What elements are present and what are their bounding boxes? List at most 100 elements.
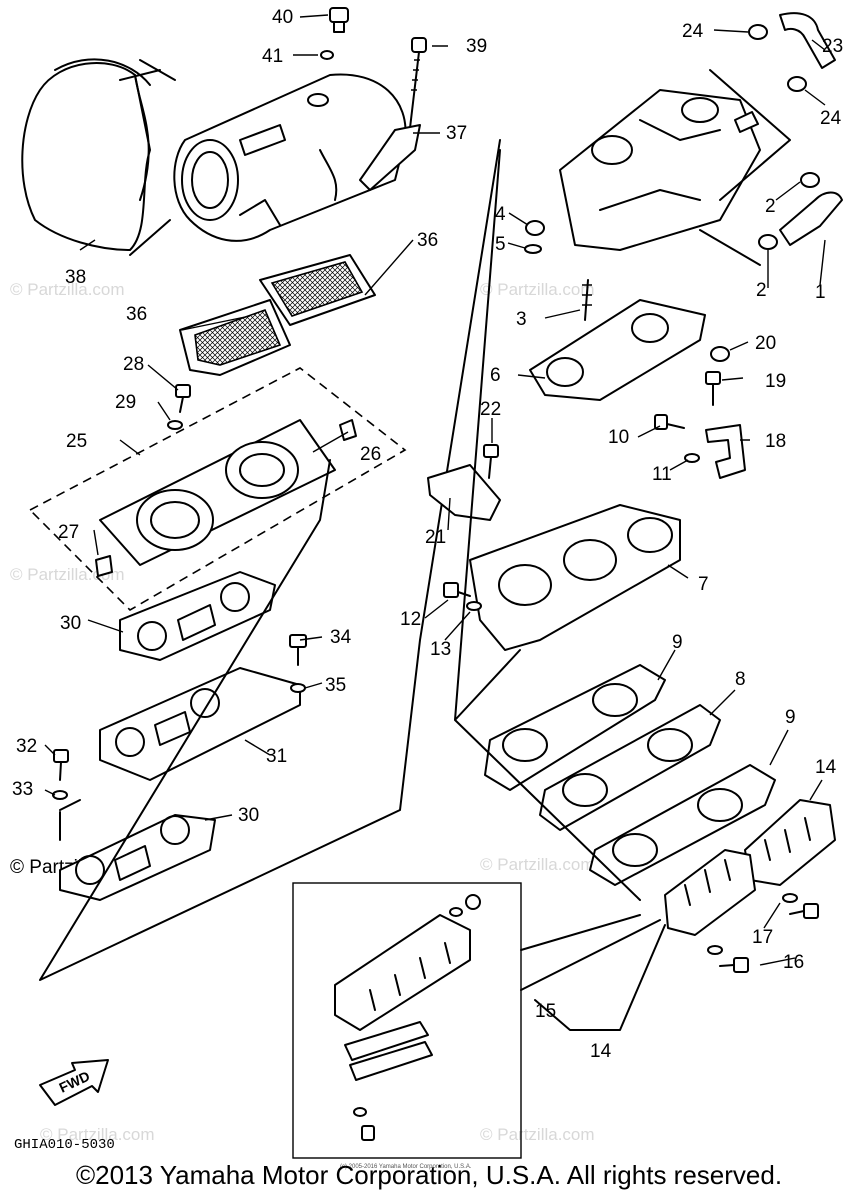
cap-20: [710, 346, 730, 362]
reed-valve-14-left: [664, 849, 756, 936]
bolt-16-upper: [789, 903, 819, 919]
callout-2: 2: [765, 196, 776, 217]
gasket-30-lower: [59, 814, 216, 901]
silencer-elbow-38: [21, 58, 171, 256]
watermark: © Partzilla.com: [10, 280, 125, 299]
bolt-16-lower: [719, 957, 749, 973]
bolt-32: [53, 749, 69, 781]
pin-27: [95, 555, 113, 577]
callout-21: 21: [425, 527, 446, 548]
washer-17b: [707, 945, 723, 955]
callout-38: 38: [65, 267, 86, 288]
washer-17: [782, 893, 798, 903]
leader-lines: [44, 14, 826, 966]
reed-valve-14-right: [744, 799, 836, 886]
washer-11: [684, 453, 700, 463]
intake-manifold-7: [469, 504, 681, 651]
filter-screen-36: [179, 254, 376, 376]
silencer-case: [173, 73, 407, 242]
clip-2-lower: [758, 234, 778, 250]
callout-19: 19: [765, 371, 786, 392]
washer-29: [167, 420, 183, 430]
callout-4: 4: [495, 204, 506, 225]
washer-13: [466, 601, 482, 611]
fwd-arrow-icon: FWD: [39, 1059, 109, 1106]
callout-34: 34: [330, 627, 352, 648]
gasket-9-upper: [484, 664, 666, 791]
bracket-37: [359, 124, 421, 191]
fitting-19: [705, 371, 721, 406]
bolt-39: [409, 37, 427, 129]
callout-14b: 14: [590, 1041, 612, 1062]
callout-26: 26: [360, 444, 381, 465]
bolt-34: [289, 634, 307, 666]
clip-24-lower: [787, 76, 807, 92]
watermark: © Partzilla.com: [480, 1125, 595, 1144]
callout-9: 9: [672, 632, 683, 653]
gasket-30-upper: [119, 571, 276, 661]
watermark: © Partzilla.com: [480, 855, 595, 874]
bolt-10: [654, 414, 685, 430]
gasket-6: [529, 299, 706, 401]
callout-bracket-14-15: [534, 924, 666, 1031]
small-credit: (c) 2005-2016 Yamaha Motor Corporation, …: [340, 1164, 472, 1170]
callout-5: 5: [495, 234, 506, 255]
watermark: © Partzilla.com: [40, 1125, 155, 1144]
bracket-18: [705, 424, 746, 479]
callout-18: 18: [765, 431, 786, 452]
callout-13: 13: [430, 639, 451, 660]
callout-25: 25: [66, 431, 87, 452]
callout-16: 16: [783, 952, 804, 973]
copyright-notice: ©2013 Yamaha Motor Corporation, U.S.A. A…: [75, 1160, 783, 1190]
callout-7: 7: [698, 574, 709, 595]
washer-33: [52, 790, 68, 800]
callout-29: 29: [115, 392, 136, 413]
callout-39: 39: [466, 36, 487, 57]
callout-41: 41: [262, 46, 283, 67]
reed-detail-box: [292, 882, 522, 1159]
callout-23: 23: [822, 36, 843, 57]
callout-33: 33: [12, 779, 33, 800]
callout-17: 17: [752, 927, 773, 948]
watermark: © Partzilla.com: [10, 565, 125, 584]
callout-12: 12: [400, 609, 421, 630]
callout-36: 36: [417, 230, 438, 251]
callout-2b: 2: [756, 280, 767, 301]
nut-4: [525, 220, 545, 236]
washer-5: [524, 244, 542, 254]
callout-8: 8: [735, 669, 746, 690]
bolt-28: [175, 384, 191, 413]
callout-3: 3: [516, 309, 527, 330]
callout-11: 11: [652, 464, 672, 485]
diagram-code: GHIA010-5030: [14, 1137, 115, 1153]
callout-numbers: 1 2 2 3 4 5 6 7 8 9 9 10 11 12 13 14 14 …: [12, 7, 843, 1062]
callout-22: 22: [480, 399, 501, 420]
callout-10: 10: [608, 427, 629, 448]
callout-31: 31: [266, 746, 287, 767]
bracket-21: [427, 464, 501, 521]
detail-leader: [520, 914, 661, 991]
callout-9b: 9: [785, 707, 796, 728]
gasket-9-lower: [589, 764, 776, 886]
callout-1: 1: [815, 282, 826, 303]
o-ring-41: [320, 50, 334, 60]
callout-40: 40: [272, 7, 293, 28]
callout-30: 30: [60, 613, 81, 634]
right-outline: [454, 149, 641, 901]
hose-outline: [699, 69, 791, 266]
watermarks: © Partzilla.com © Partzilla.com © Partzi…: [10, 280, 595, 1144]
cap-40: [329, 7, 349, 33]
callout-24b: 24: [820, 108, 842, 129]
callout-28: 28: [123, 354, 144, 375]
silencer-base-25: [99, 419, 336, 566]
callout-32: 32: [16, 736, 37, 757]
callout-14: 14: [815, 757, 837, 778]
callout-15: 15: [535, 1001, 556, 1022]
assembly-outline: [39, 59, 501, 981]
bracket-line: [59, 799, 81, 841]
group-box-25: [28, 367, 407, 612]
bolt-22: [483, 444, 499, 479]
clip-2-upper: [800, 172, 820, 188]
callout-24: 24: [682, 21, 704, 42]
